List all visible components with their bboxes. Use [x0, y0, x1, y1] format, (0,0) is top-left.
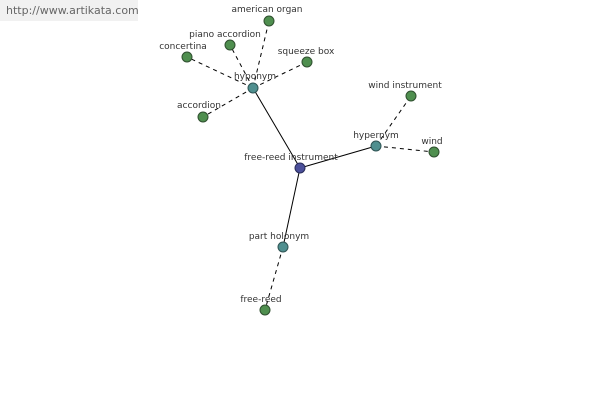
label-piano-accordion[interactable]: piano accordion	[189, 30, 261, 40]
solid-edges	[252, 87, 377, 248]
label-free-reed[interactable]: free-reed	[240, 295, 281, 305]
edge-hyponym-squeeze-box	[252, 61, 308, 89]
edge-hyponym-accordion	[202, 87, 254, 118]
edge-center-part-holonym	[282, 167, 301, 248]
edge-hypernym-wind-instrument	[375, 95, 412, 147]
site-url-watermark[interactable]: http://www.artikata.com	[0, 0, 139, 21]
edge-hyponym-piano-accordion	[229, 44, 254, 89]
label-center[interactable]: free-reed instrument	[244, 153, 338, 163]
node-american-organ[interactable]	[263, 15, 275, 27]
label-part-holonym[interactable]: part holonym	[249, 232, 309, 242]
label-hyponym[interactable]: hyponym	[234, 72, 276, 82]
node-labels: free-reed instrument hyponym hypernym pa…	[159, 5, 442, 305]
node-wind[interactable]	[428, 146, 440, 158]
label-squeeze-box[interactable]: squeeze box	[278, 47, 335, 57]
label-hypernym[interactable]: hypernym	[353, 131, 399, 141]
node-center[interactable]	[294, 162, 306, 174]
label-accordion[interactable]: accordion	[177, 101, 221, 111]
label-wind[interactable]: wind	[421, 137, 442, 147]
edge-hyponym-american-organ	[252, 20, 270, 89]
label-wind-instrument[interactable]: wind instrument	[368, 81, 442, 91]
edge-hypernym-wind	[375, 145, 435, 153]
label-american-organ[interactable]: american organ	[231, 5, 302, 15]
node-hyponym[interactable]	[247, 82, 259, 94]
node-piano-accordion[interactable]	[224, 39, 236, 51]
node-wind-instrument[interactable]	[405, 90, 417, 102]
edge-part-holonym-free-reed	[264, 246, 284, 311]
label-concertina[interactable]: concertina	[159, 42, 207, 52]
node-concertina[interactable]	[181, 51, 193, 63]
node-free-reed[interactable]	[259, 304, 271, 316]
node-squeeze-box[interactable]	[301, 56, 313, 68]
nodes	[181, 15, 440, 316]
node-part-holonym[interactable]	[277, 241, 289, 253]
dashed-edges	[186, 20, 435, 311]
edge-center-hyponym	[252, 87, 301, 169]
node-hypernym[interactable]	[370, 140, 382, 152]
edge-center-hypernym	[299, 145, 377, 169]
node-accordion[interactable]	[197, 111, 209, 123]
